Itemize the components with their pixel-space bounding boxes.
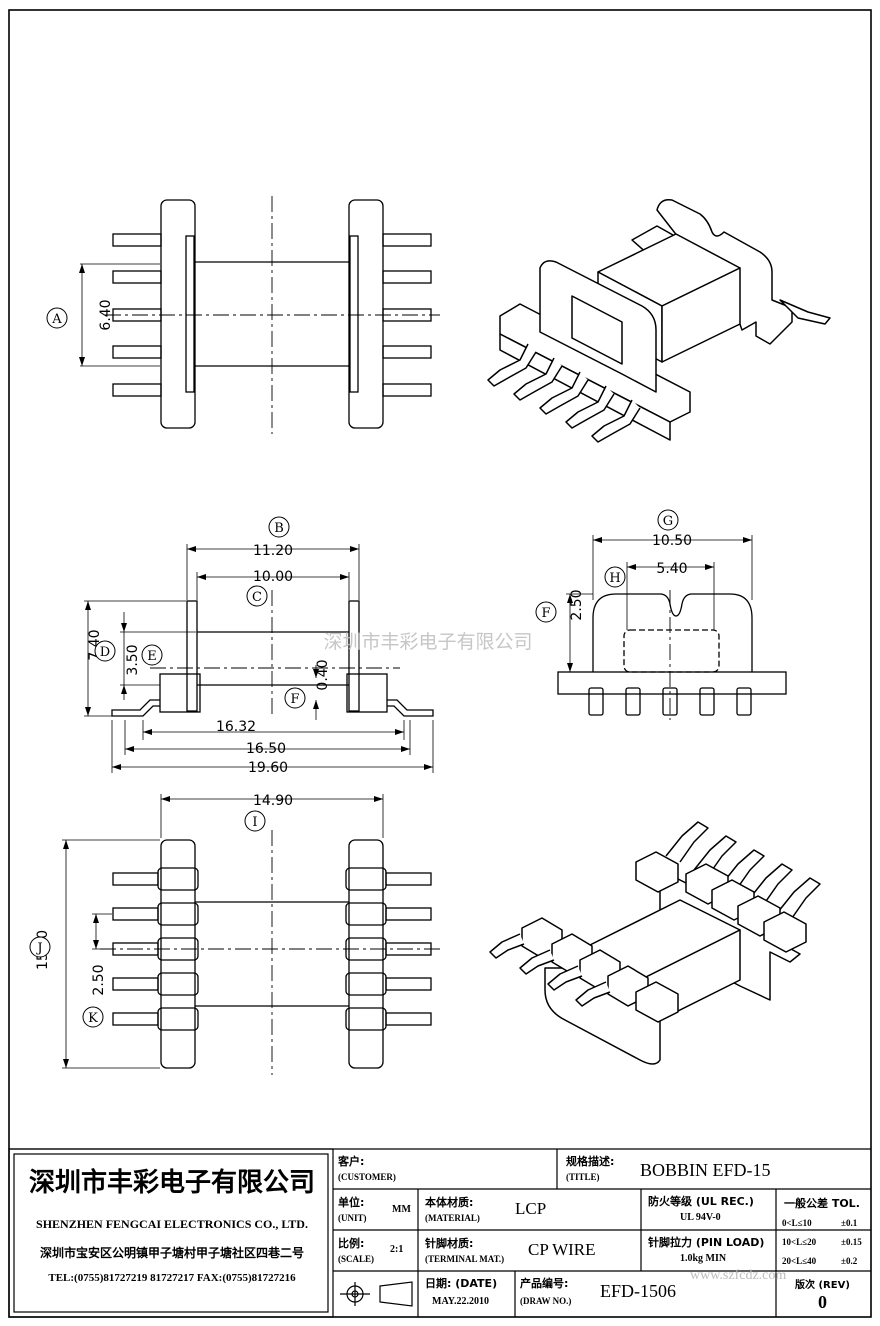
tol-range-1: 0<L≤10 [782, 1218, 812, 1228]
marker-f2: F [541, 606, 550, 621]
company-name-cn: 深圳市丰彩电子有限公司 [28, 1168, 315, 1198]
iso-pins-top [487, 343, 641, 443]
title-label: 规格描述: [566, 1155, 615, 1168]
marker-h: H [609, 571, 620, 586]
watermark: 深圳市丰彩电子有限公司 [323, 631, 532, 653]
material-label: 本体材质: [425, 1196, 474, 1209]
dim-16-50: 16.50 [246, 741, 286, 757]
material-label-en: (MATERIAL) [425, 1213, 480, 1223]
bottom-view [62, 794, 440, 1075]
dim-i: 14.90 [253, 793, 293, 809]
company-contact: TEL:(0755)81727219 81727217 FAX:(0755)81… [48, 1272, 296, 1284]
front-view [557, 535, 787, 720]
iso-pins-front [489, 933, 611, 1007]
revision-value: 0 [818, 1292, 827, 1312]
left-flange [160, 199, 196, 429]
top-view [79, 196, 440, 434]
drawing-number-value: EFD-1506 [600, 1281, 676, 1301]
marker-e: E [147, 649, 157, 664]
ul-label: 防火等级 (UL REC.) [648, 1195, 754, 1208]
tolerance-header: 一般公差 TOL. [784, 1197, 860, 1210]
dim-f-small: 0.40 [315, 659, 331, 690]
marker-g: G [663, 514, 673, 529]
terminal-label: 针脚材质: [425, 1237, 474, 1250]
dim-e: 3.50 [125, 644, 141, 675]
dim-h: 5.40 [656, 561, 687, 577]
company-name-en: SHENZHEN FENGCAI ELECTRONICS CO., LTD. [36, 1217, 308, 1231]
dim-c: 10.00 [253, 569, 293, 585]
tol-range-3: 20<L≤40 [782, 1256, 817, 1266]
unit-label: 单位: [338, 1196, 365, 1209]
pin-load-label: 针脚拉力 (PIN LOAD) [648, 1236, 765, 1249]
date-value: MAY.22.2010 [432, 1296, 490, 1307]
marker-j: J [35, 941, 42, 956]
title-block-grid [8, 1148, 871, 1318]
dim-b: 11.20 [253, 543, 293, 559]
dim-f: 2.50 [569, 589, 585, 620]
drawing-frame [8, 9, 872, 1318]
terminal-value: CP WIRE [528, 1240, 596, 1259]
date-label: 日期: (DATE) [425, 1277, 498, 1290]
marker-c: C [252, 590, 262, 605]
material-value: LCP [515, 1199, 547, 1218]
company-address: 深圳市宝安区公明镇甲子塘村甲子塘社区四巷二号 [39, 1246, 304, 1260]
customer-label-en: (CUSTOMER) [338, 1172, 396, 1182]
unit-label-en: (UNIT) [338, 1213, 367, 1223]
marker-d: D [100, 645, 110, 660]
tol-value-1: ±0.1 [841, 1218, 858, 1228]
side-view [84, 544, 434, 773]
revision-label: 版次 (REV) [795, 1280, 850, 1291]
marker-b: B [274, 521, 284, 536]
unit-value: MM [392, 1204, 411, 1215]
website: www.szfcdz.com [690, 1268, 787, 1283]
scale-label: 比例: [338, 1237, 365, 1250]
marker-k: K [88, 1011, 98, 1026]
projection-symbol [340, 1281, 413, 1307]
title-value: BOBBIN EFD-15 [640, 1160, 771, 1180]
pin-load-value: 1.0kg MIN [680, 1253, 727, 1264]
iso-view-top [487, 198, 831, 443]
customer-label: 客户: [338, 1155, 365, 1168]
tol-value-2: ±0.15 [841, 1237, 862, 1247]
marker-f1: F [290, 692, 299, 707]
dim-k: 2.50 [91, 964, 107, 995]
tol-range-2: 10<L≤20 [782, 1237, 817, 1247]
title-label-en: (TITLE) [566, 1172, 600, 1182]
marker-a: A [51, 312, 62, 327]
dim-g: 10.50 [652, 533, 692, 549]
ul-value: UL 94V-0 [680, 1212, 721, 1223]
terminal-label-en: (TERMINAL MAT.) [425, 1254, 505, 1264]
front-pins [588, 687, 752, 716]
right-flange [348, 199, 384, 429]
drawing-number-label-en: (DRAW NO.) [520, 1296, 572, 1306]
dim-16-32: 16.32 [216, 719, 256, 735]
markers: A B C D E F F G H I J K [29, 307, 679, 1028]
drawing-number-label: 产品编号: [520, 1277, 569, 1290]
iso-view-bottom [489, 821, 821, 1065]
tol-value-3: ±0.2 [841, 1256, 858, 1266]
scale-label-en: (SCALE) [338, 1254, 375, 1264]
dim-19-60: 19.60 [248, 760, 288, 776]
dim-a: 6.40 [98, 299, 114, 330]
scale-value: 2:1 [390, 1244, 404, 1255]
marker-i: I [252, 815, 257, 830]
